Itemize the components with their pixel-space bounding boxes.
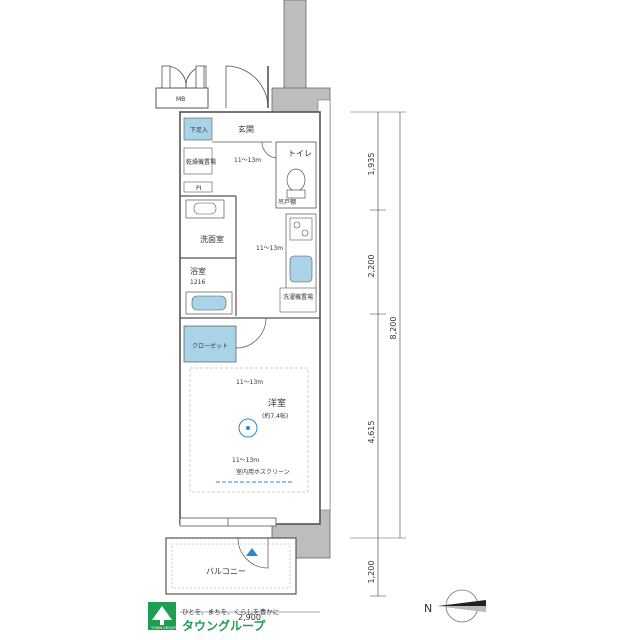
room-floor-dashed: [189, 367, 309, 493]
evac-hatch-icon: [246, 548, 258, 556]
compass-needle-light-icon: [438, 606, 486, 612]
dim-1200: 1,200: [367, 561, 376, 584]
bathtub-inner-icon: [191, 295, 227, 311]
washer-area-label: 洗濯機置場: [283, 293, 313, 301]
brand-logo-trunk-icon: [160, 620, 164, 625]
ceiling-height-room-top: 11～13m: [236, 379, 263, 386]
ceiling-light-center-icon: [246, 426, 250, 430]
ceiling-height-corridor: 11～13m: [256, 245, 283, 252]
balcony-door: [237, 537, 269, 569]
shoe-box-label: 下足入: [190, 127, 208, 134]
door-mb-right: [185, 65, 207, 89]
door-frame-right: [195, 65, 205, 89]
western-room-size: (約7.4帖): [262, 412, 288, 420]
balcony-label: バルコニー: [206, 567, 246, 576]
dim-1935: 1,935: [367, 153, 376, 176]
balcony: [165, 537, 297, 595]
sink-icon: [289, 255, 313, 283]
dryer-box-label: 乾燥機置場: [186, 158, 216, 166]
bath-size: 1216: [190, 279, 205, 286]
closet: [183, 325, 237, 363]
dryer-box: [183, 147, 213, 175]
door-toilet: [261, 141, 277, 159]
western-room-label: 洋室: [268, 397, 286, 409]
washer-area: [279, 287, 317, 313]
ceiling-light-icon: [238, 418, 258, 438]
brand-logo-sub: TOWN GROUP: [150, 626, 176, 630]
pi-box: [183, 181, 213, 193]
compass-north-label: N: [424, 602, 432, 615]
wc-storage-label: 吊戸棚: [278, 198, 296, 206]
mb-label: MB: [176, 96, 185, 103]
pi-label: PI: [196, 185, 202, 192]
toilet-label: トイレ: [288, 149, 312, 158]
ceiling-height-room-bottom: 11～13m: [232, 457, 259, 464]
brand-logo-tree-icon: [152, 606, 172, 620]
toilet-tank-icon: [286, 189, 306, 199]
toilet-bowl-icon: [286, 168, 306, 192]
shoe-box: [183, 117, 213, 141]
balcony-rail: [171, 543, 291, 589]
burner-icon-2: [301, 229, 309, 237]
dim-8200: 8,200: [389, 317, 398, 340]
dim-2200: 2,200: [367, 255, 376, 278]
washbasin-bowl-icon: [193, 202, 217, 215]
stove-icon: [289, 217, 313, 241]
bath-label: 浴室: [190, 266, 206, 276]
door-frame-left: [161, 65, 171, 89]
dim-4615: 4,615: [367, 421, 376, 444]
brand-tagline: ひとを、まちを、くらしを豊かに: [182, 607, 279, 616]
entrance-label: 玄関: [238, 124, 254, 134]
door-closet: [235, 317, 267, 349]
closet-label: クローゼット: [192, 342, 228, 350]
wall-column-top: [283, 0, 307, 93]
burner-icon-1: [293, 221, 301, 229]
indoor-screen-label: 室内用ホスクリーン: [236, 468, 290, 476]
mb-box: [155, 87, 209, 109]
brand-name: タウングループ: [182, 618, 266, 633]
dim-bottom: 2,900: [238, 613, 261, 622]
ceiling-height-entry: 11～13m: [234, 157, 261, 164]
washroom-label: 洗面室: [200, 234, 224, 244]
door-entrance: [225, 65, 269, 109]
